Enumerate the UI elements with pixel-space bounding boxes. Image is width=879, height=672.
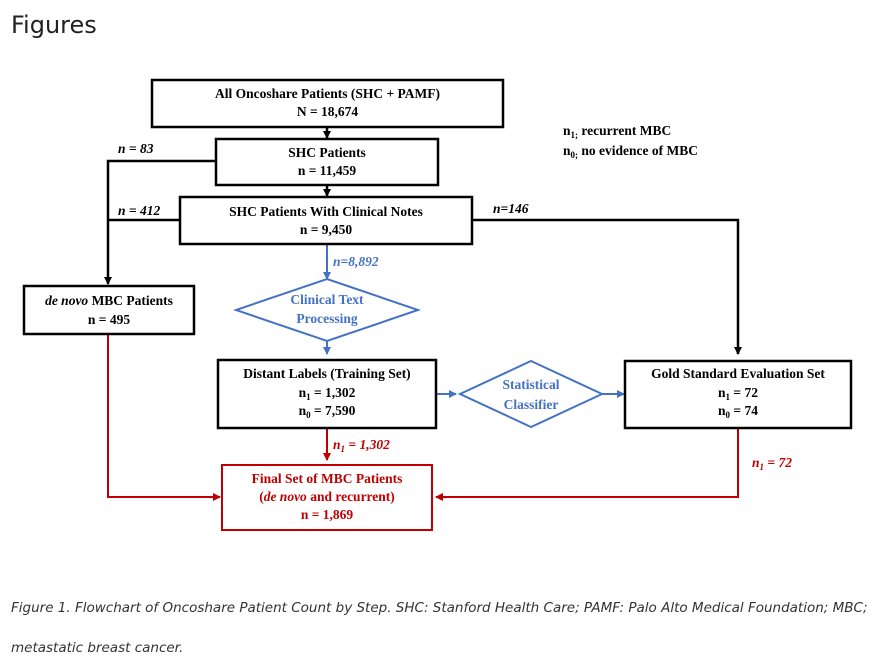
box-shc-patients <box>214 137 440 187</box>
figure-caption-line2: metastatic breast cancer. <box>11 640 184 656</box>
edge-label-n1302: n1 = 1,302 <box>333 437 390 454</box>
gold-n1-symbol: n <box>718 385 726 400</box>
diamond-text-processing <box>232 277 422 343</box>
figure-caption-line1: Figure 1. Flowchart of Oncoshare Patient… <box>11 600 868 616</box>
diamond-classifier <box>457 359 605 429</box>
box-distant-labels-n0: n0 = 7,590 <box>299 403 356 420</box>
box-gold-standard-title: Gold Standard Evaluation Set <box>651 366 825 381</box>
n1-symbol: n <box>299 385 307 400</box>
n0-symbol: n <box>299 403 307 418</box>
final-rest: and recurrent) <box>307 489 395 504</box>
legend-no-evidence: n0; no evidence of MBC <box>563 143 698 160</box>
box-all-patients-title: All Oncoshare Patients (SHC + PAMF) <box>215 86 440 101</box>
legend-n0-subscript: 0; <box>571 150 579 160</box>
n0-subscript: 0 <box>306 410 311 420</box>
box-de-novo-count: n = 495 <box>88 312 130 327</box>
n1-subscript: 1 <box>306 392 311 402</box>
de-novo-italic: de novo <box>45 293 88 308</box>
legend-n0-text: no evidence of MBC <box>578 143 698 158</box>
edge-label-n412: n = 412 <box>118 203 160 218</box>
gold-n0-value: = 74 <box>730 403 758 418</box>
edge-label-n72: n1 = 72 <box>752 455 792 472</box>
diamond-text-processing-line2: Processing <box>296 311 357 326</box>
diamond-classifier-line2: Classifier <box>504 397 559 412</box>
de-novo-rest: MBC Patients <box>88 293 173 308</box>
box-distant-labels <box>216 358 438 430</box>
box-gold-standard <box>623 359 853 430</box>
box-shc-notes-count: n = 9,450 <box>300 222 353 237</box>
legend-recurrent: n1; recurrent MBC <box>563 123 671 140</box>
legend-n1-text: recurrent MBC <box>578 123 671 138</box>
diamond-text-processing-line1: Clinical Text <box>290 292 364 307</box>
legend-n1-subscript: 1; <box>571 130 579 140</box>
final-open-paren: ( <box>259 489 264 504</box>
diamond-classifier-line1: Statistical <box>503 377 560 392</box>
edge-n1302-subscript: 1 <box>341 444 346 454</box>
n0-value: = 7,590 <box>311 403 356 418</box>
final-de-novo-italic: de novo <box>264 489 307 504</box>
legend-n0-symbol: n <box>563 143 571 158</box>
box-distant-labels-title: Distant Labels (Training Set) <box>243 366 410 381</box>
gold-n1-value: = 72 <box>730 385 758 400</box>
page-heading: Figures <box>11 11 97 39</box>
edge-n72-value: = 72 <box>764 455 792 470</box>
gold-n0-subscript: 0 <box>726 410 731 420</box>
box-gold-standard-n1: n1 = 72 <box>718 385 758 402</box>
edge-gold-to-final <box>435 428 739 501</box>
edge-shc-to-denovo <box>104 159 216 285</box>
box-final-set <box>221 464 433 531</box>
box-final-set-count: n = 1,869 <box>301 507 354 522</box>
edge-n1302-symbol: n <box>333 437 341 452</box>
box-shc-notes <box>178 195 474 246</box>
edge-notes-to-gold <box>472 218 742 355</box>
edge-denovo-to-final <box>107 335 221 501</box>
box-final-set-title: Final Set of MBC Patients <box>252 471 403 486</box>
edge-n72-symbol: n <box>752 455 760 470</box>
legend-n1-symbol: n <box>563 123 571 138</box>
box-shc-patients-count: n = 11,459 <box>298 163 357 178</box>
box-gold-standard-n0: n0 = 74 <box>718 403 758 420</box>
n1-value: = 1,302 <box>311 385 356 400</box>
box-de-novo <box>22 284 196 336</box>
edge-n72-subscript: 1 <box>760 462 765 472</box>
gold-n1-subscript: 1 <box>726 392 731 402</box>
edge-label-n8892: n=8,892 <box>333 254 379 269</box>
edge-label-n146: n=146 <box>493 201 529 216</box>
box-all-patients <box>150 78 505 129</box>
box-all-patients-count: N = 18,674 <box>297 104 359 119</box>
box-shc-patients-title: SHC Patients <box>288 145 366 160</box>
box-final-set-subtitle: (de novo and recurrent) <box>259 489 395 504</box>
box-shc-notes-title: SHC Patients With Clinical Notes <box>229 204 423 219</box>
edge-n1302-value: = 1,302 <box>345 437 390 452</box>
box-distant-labels-n1: n1 = 1,302 <box>299 385 356 402</box>
box-de-novo-title: de novo MBC Patients <box>45 293 173 308</box>
gold-n0-symbol: n <box>718 403 726 418</box>
edge-label-n83: n = 83 <box>118 141 154 156</box>
